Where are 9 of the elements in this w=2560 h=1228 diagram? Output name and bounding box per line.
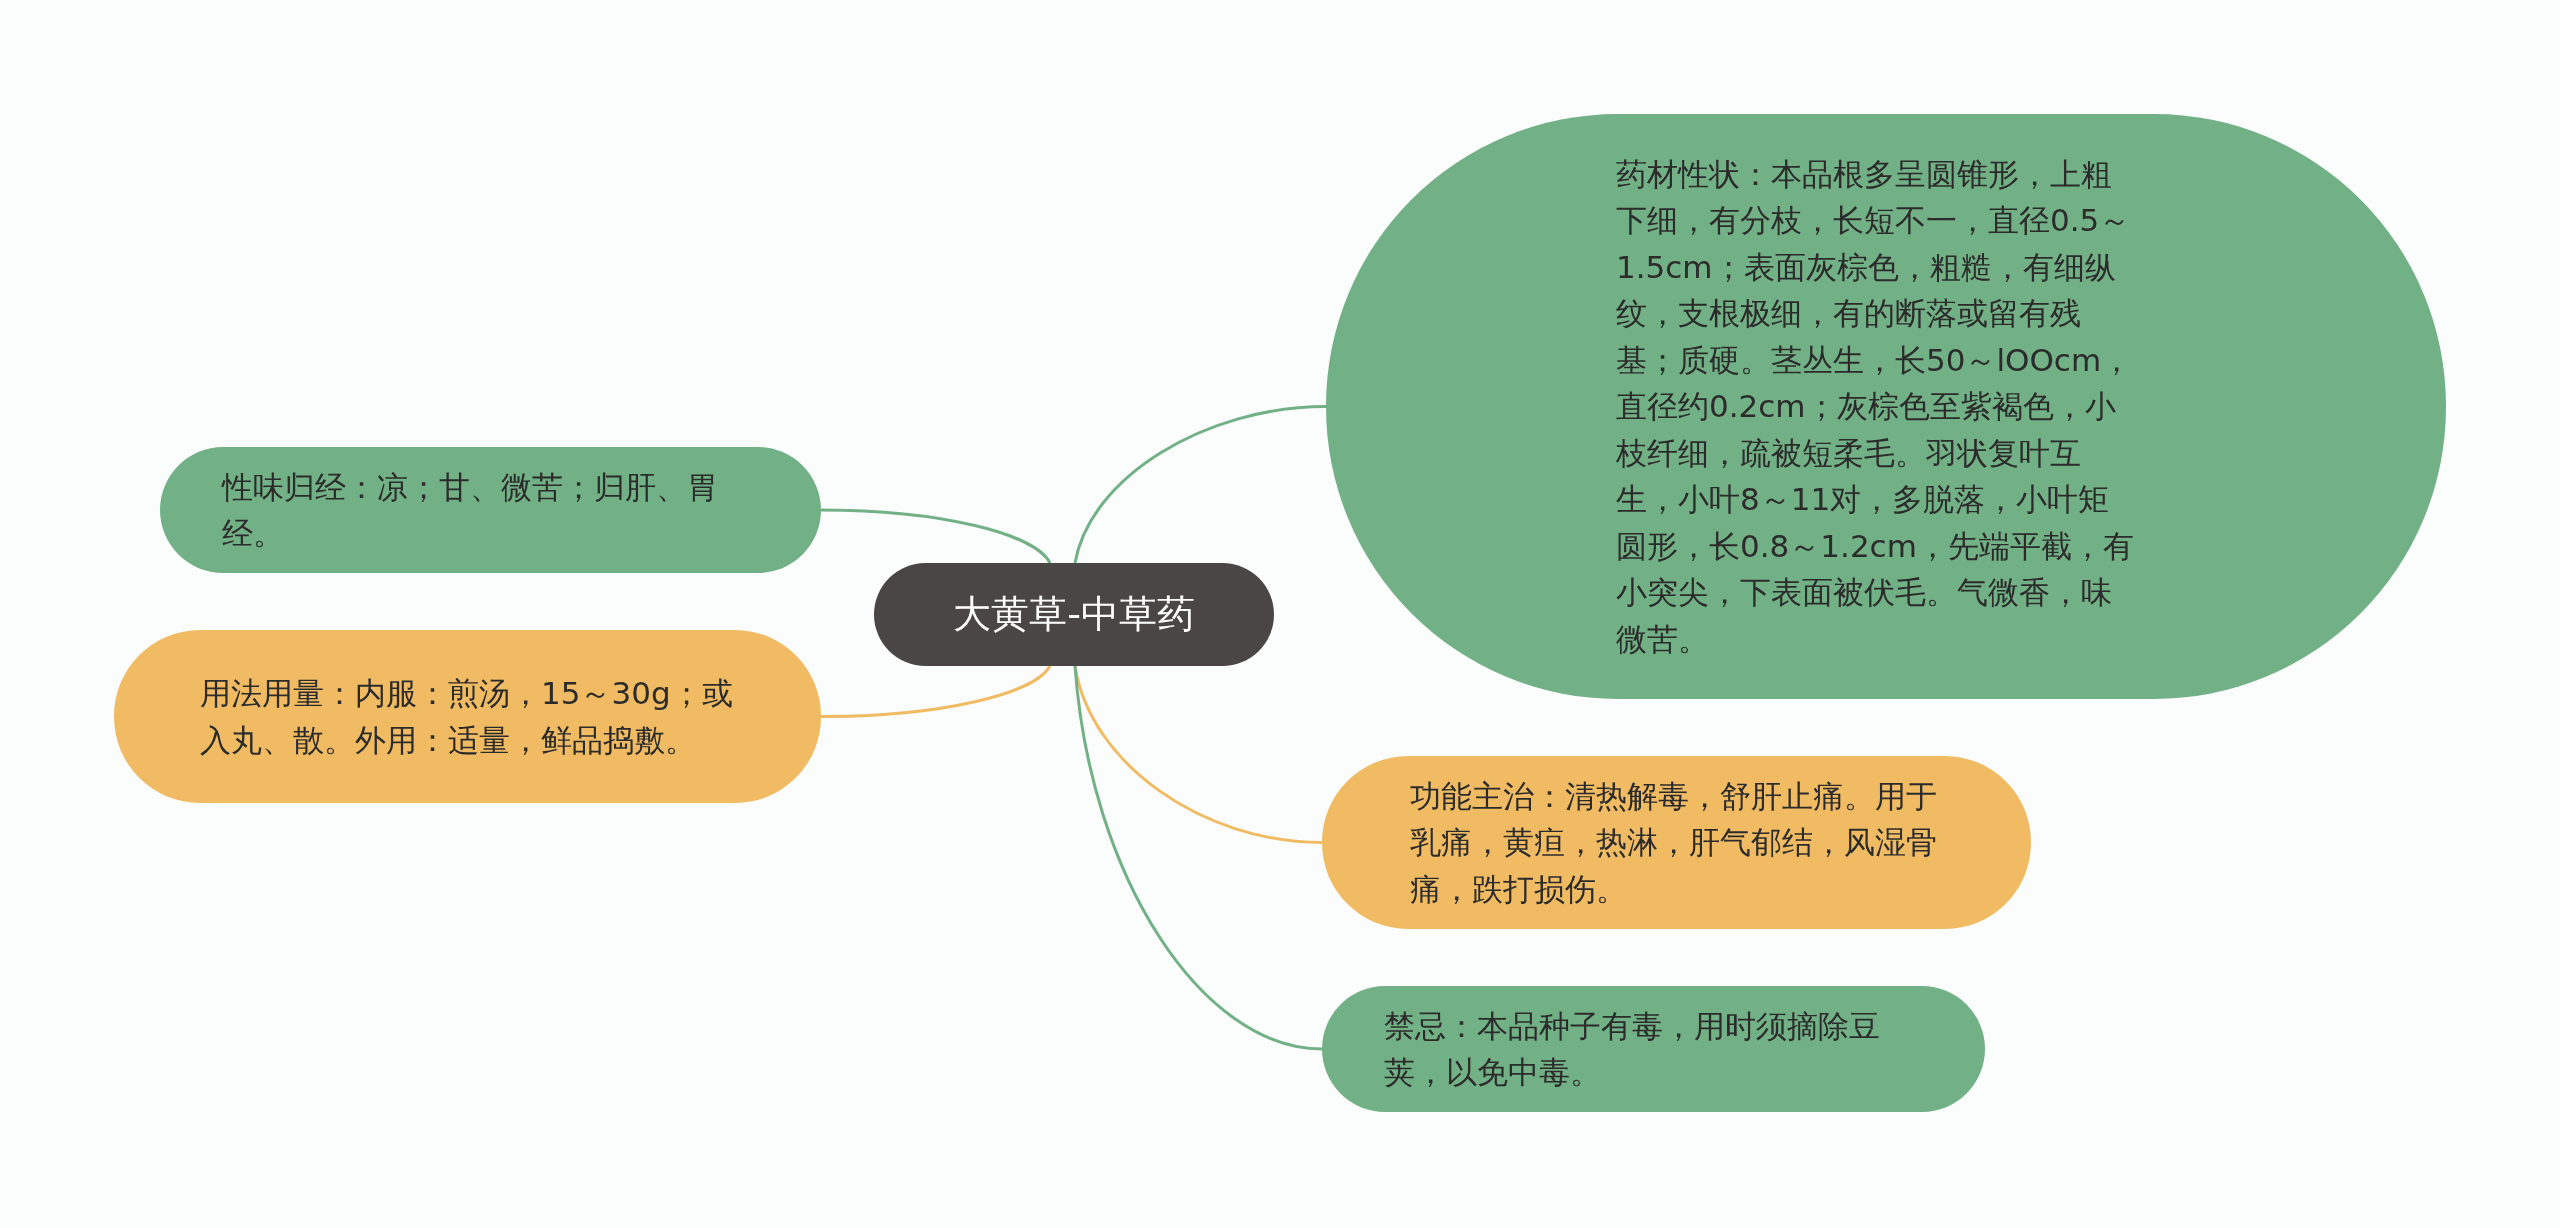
topic-text: 性味归经：凉；甘、微苦；归肝、胃经。 — [222, 467, 719, 553]
connector-line — [820, 665, 1052, 718]
topic-text: 药材性状：本品根多呈圆锥形，上粗下细，有分枝，长短不一，直径0.5～1.5cm；表面灰棕色，粗糙，有细纵纹，支根极细，有的断落或留有残基；质硬。茎丛生，长50～lOOcm，直径约0.2cm；灰棕色至紫褐色，小枝纤细，疏被短柔毛。羽状复叶互生，小叶8～11对，多脱落，小叶矩圆形，长0.8～1.2cm，先端平截，有小突尖，下表面被伏毛。气微香，味微苦。 — [1616, 154, 2135, 659]
topic-text: 禁忌：本品种子有毒，用时须摘除豆荚，以免中毒。 — [1384, 1006, 1881, 1092]
connector-line — [820, 508, 1052, 564]
topic-title: 大黄草-中草药 — [953, 591, 1195, 638]
topic-text: 功能主治：清热解毒，舒肝止痛。用于乳痛，黄疸，热淋，肝气郁结，风湿骨痛，跌打损伤。 — [1410, 776, 1938, 909]
connector-line — [1073, 405, 1327, 564]
topic-text: 用法用量：内服：煎汤，15～30g；或入丸、散。外用：适量，鲜品捣敷。 — [200, 674, 734, 760]
